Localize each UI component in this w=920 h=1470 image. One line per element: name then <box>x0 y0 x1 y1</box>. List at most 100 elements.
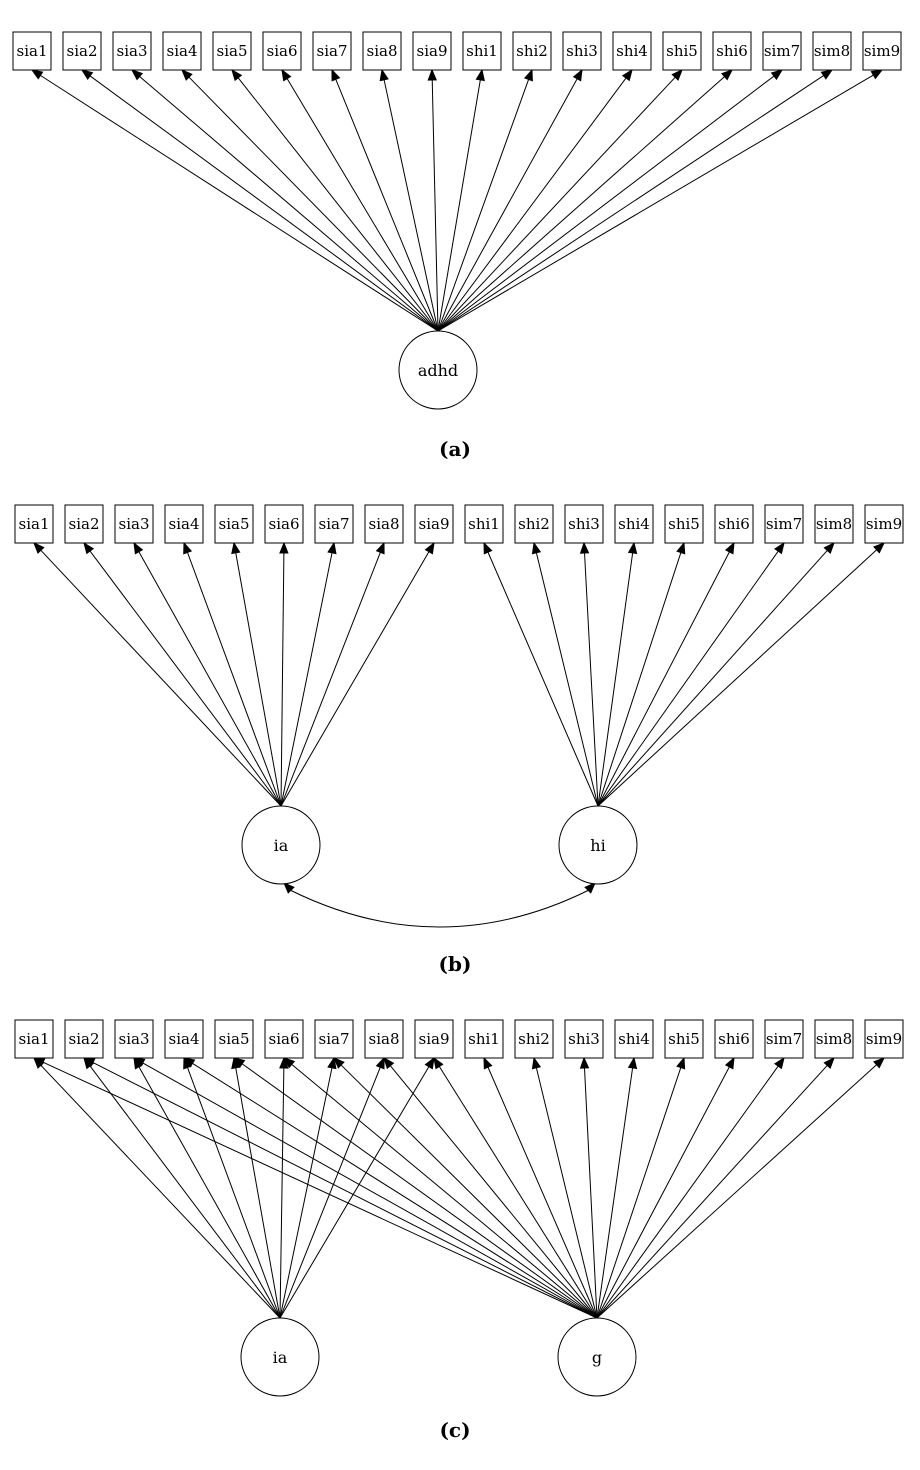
loading-path-g-sim8 <box>596 1064 829 1319</box>
indicator-label: sim8 <box>816 1030 852 1048</box>
indicator-box <box>564 1019 604 1059</box>
indicator-sia8: sia8 <box>364 504 404 544</box>
loading-path-ia-sia8 <box>279 1066 382 1319</box>
arrowhead-sia4 <box>183 541 193 555</box>
arrowhead-sia8 <box>375 541 385 555</box>
indicator-box <box>612 31 652 71</box>
indicator-label: sia4 <box>167 42 198 60</box>
covariance-path <box>289 889 590 928</box>
indicator-box <box>14 504 54 544</box>
indicator-label: sia9 <box>417 42 448 60</box>
indicator-box <box>514 1019 554 1059</box>
loading-path-adhd-sia1 <box>39 74 439 332</box>
loading-path-ia-sia4 <box>186 1066 281 1319</box>
loading-path-adhd-shi5 <box>437 76 677 332</box>
loading-path-hi-shi3 <box>583 551 599 807</box>
arrowhead-shi3 <box>579 541 590 554</box>
indicator-box <box>564 504 604 544</box>
latent-label: hi <box>590 836 605 855</box>
indicator-shi3: shi3 <box>564 504 604 544</box>
latent-g: g <box>557 1317 637 1397</box>
indicator-sia6: sia6 <box>264 504 304 544</box>
indicator-box <box>512 31 552 71</box>
indicator-shi6: shi6 <box>712 31 752 71</box>
indicator-shi5: shi5 <box>664 1019 704 1059</box>
indicator-box <box>864 504 904 544</box>
indicator-label: sim7 <box>766 1030 802 1048</box>
indicator-sia2: sia2 <box>64 1019 104 1059</box>
latent-circle <box>240 1317 320 1397</box>
arrowhead-sim9 <box>873 542 885 554</box>
arrowhead-sia1 <box>33 542 45 554</box>
indicator-shi3: shi3 <box>562 31 602 71</box>
indicator-shi5: shi5 <box>664 504 704 544</box>
indicator-sia7: sia7 <box>314 504 354 544</box>
indicator-sia8: sia8 <box>362 31 402 71</box>
indicator-sia9: sia9 <box>414 1019 454 1059</box>
latent-circle <box>557 1317 637 1397</box>
arrowhead-sim7 <box>774 1056 785 1070</box>
loading-path-ia-sia6 <box>280 551 285 807</box>
indicator-box <box>314 1019 354 1059</box>
indicator-label: sia4 <box>169 515 200 533</box>
indicator-label: sia9 <box>419 1030 450 1048</box>
indicator-shi3: shi3 <box>564 1019 604 1059</box>
loading-path-adhd-sim8 <box>437 74 825 332</box>
loading-path-adhd-shi3 <box>437 77 579 332</box>
indicator-label: shi5 <box>668 515 700 533</box>
latent-label: ia <box>273 1348 288 1367</box>
arrowhead-sia3 <box>132 1057 146 1068</box>
indicator-box <box>814 504 854 544</box>
loading-path-adhd-shi1 <box>437 78 481 332</box>
arrowhead-sia9 <box>427 68 437 81</box>
indicator-label: sia9 <box>419 515 450 533</box>
latent-circle <box>241 805 321 885</box>
arrowhead-shi2 <box>531 541 542 555</box>
indicator-shi6: shi6 <box>714 1019 754 1059</box>
indicator-sia9: sia9 <box>412 31 452 71</box>
indicator-label: sia2 <box>69 515 100 533</box>
loading-path-adhd-sia2 <box>88 74 439 332</box>
indicator-box <box>814 1019 854 1059</box>
indicator-box <box>62 31 102 71</box>
indicator-shi4: shi4 <box>612 31 652 71</box>
indicator-label: sia5 <box>219 515 250 533</box>
indicator-box <box>164 504 204 544</box>
indicator-label: shi1 <box>466 42 498 60</box>
arrowhead-sim8 <box>823 541 835 554</box>
indicator-box <box>114 504 154 544</box>
indicator-sim7: sim7 <box>764 504 804 544</box>
arrowhead-sia7 <box>327 1056 337 1070</box>
indicator-box <box>714 504 754 544</box>
arrowhead-sia9 <box>424 1056 435 1070</box>
indicator-box <box>614 504 654 544</box>
indicator-sia1: sia1 <box>14 504 54 544</box>
loading-path-hi-shi1 <box>487 551 599 807</box>
indicator-sim8: sim8 <box>814 504 854 544</box>
indicator-shi4: shi4 <box>614 504 654 544</box>
indicator-sia1: sia1 <box>14 1019 54 1059</box>
arrowhead-sim7 <box>774 541 785 555</box>
indicator-box <box>414 1019 454 1059</box>
loading-path-ia-sia5 <box>235 1066 281 1319</box>
indicator-box <box>712 31 752 71</box>
loading-path-ia-sia2 <box>88 549 282 807</box>
indicator-box <box>464 1019 504 1059</box>
indicator-label: shi6 <box>716 42 748 60</box>
latent-label: adhd <box>418 361 458 380</box>
loading-path-hi-sim8 <box>597 549 829 807</box>
indicator-box <box>562 31 602 71</box>
indicator-label: sia7 <box>319 515 350 533</box>
indicator-label: shi3 <box>566 42 598 60</box>
indicator-sia9: sia9 <box>414 504 454 544</box>
indicator-box <box>262 31 302 71</box>
loading-path-adhd-shi4 <box>437 76 628 332</box>
indicator-sia8: sia8 <box>364 1019 404 1059</box>
indicator-box <box>764 504 804 544</box>
indicator-label: shi6 <box>718 515 750 533</box>
indicator-box <box>164 1019 204 1059</box>
loading-path-g-sia1 <box>41 1061 598 1319</box>
arrowhead-sia8 <box>375 1056 385 1070</box>
indicator-box <box>664 1019 704 1059</box>
